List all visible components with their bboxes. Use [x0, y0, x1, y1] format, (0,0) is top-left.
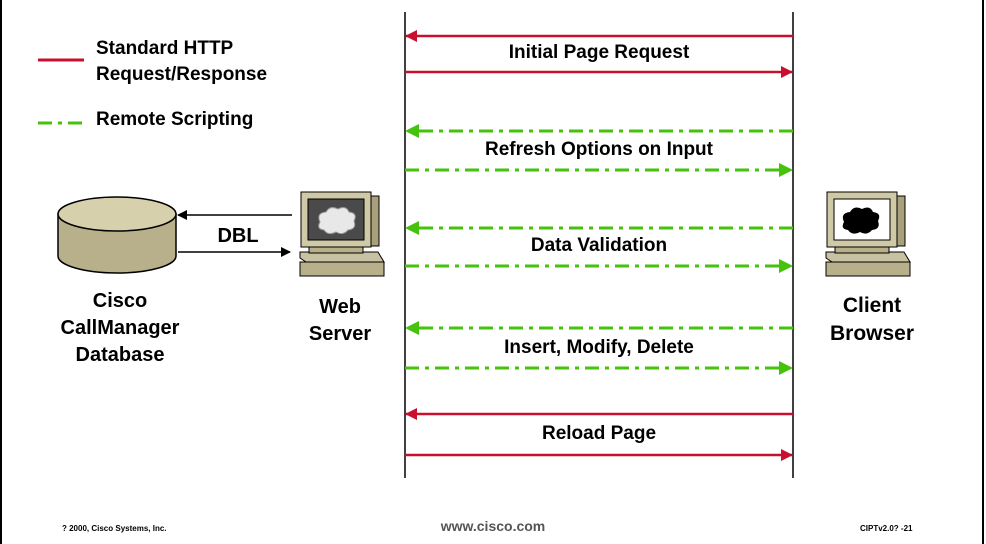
database-cylinder-icon [57, 196, 177, 274]
footer-copyright: ? 2000, Cisco Systems, Inc. [62, 524, 167, 533]
client-browser-label-line1: Client [842, 294, 902, 317]
flow-insert-label: Insert, Modify, Delete [504, 337, 694, 358]
legend-http-label: Standard HTTP Request/Response [96, 36, 267, 88]
database-label: Cisco CallManager Database [40, 288, 200, 369]
dbl-label: DBL [217, 225, 259, 247]
legend-remote-label: Remote Scripting [96, 109, 254, 130]
legend-http-line2: Request/Response [96, 64, 268, 85]
database-label-line2: CallManager [60, 317, 180, 339]
client-browser-label: Client Browser [812, 292, 932, 348]
footer-code: CIPTv2.0? -21 [860, 524, 913, 533]
flow-validation-label: Data Validation [530, 235, 668, 256]
flow-reload-label: Reload Page [541, 423, 657, 444]
web-server-label-line1: Web [319, 296, 361, 318]
footer-url[interactable]: www.cisco.com [440, 518, 546, 534]
flow-initial-label: Initial Page Request [508, 42, 690, 63]
web-server-computer-icon [299, 191, 385, 277]
web-server-label: Web Server [290, 294, 390, 348]
database-label-line3: Database [75, 344, 165, 366]
database-label-line1: Cisco [92, 290, 148, 312]
web-server-label-line2: Server [308, 323, 372, 345]
client-computer-icon [825, 191, 911, 277]
legend-http-line1: Standard HTTP [96, 38, 234, 59]
flow-refresh-label: Refresh Options on Input [485, 139, 713, 160]
client-browser-label-line2: Browser [829, 322, 915, 345]
